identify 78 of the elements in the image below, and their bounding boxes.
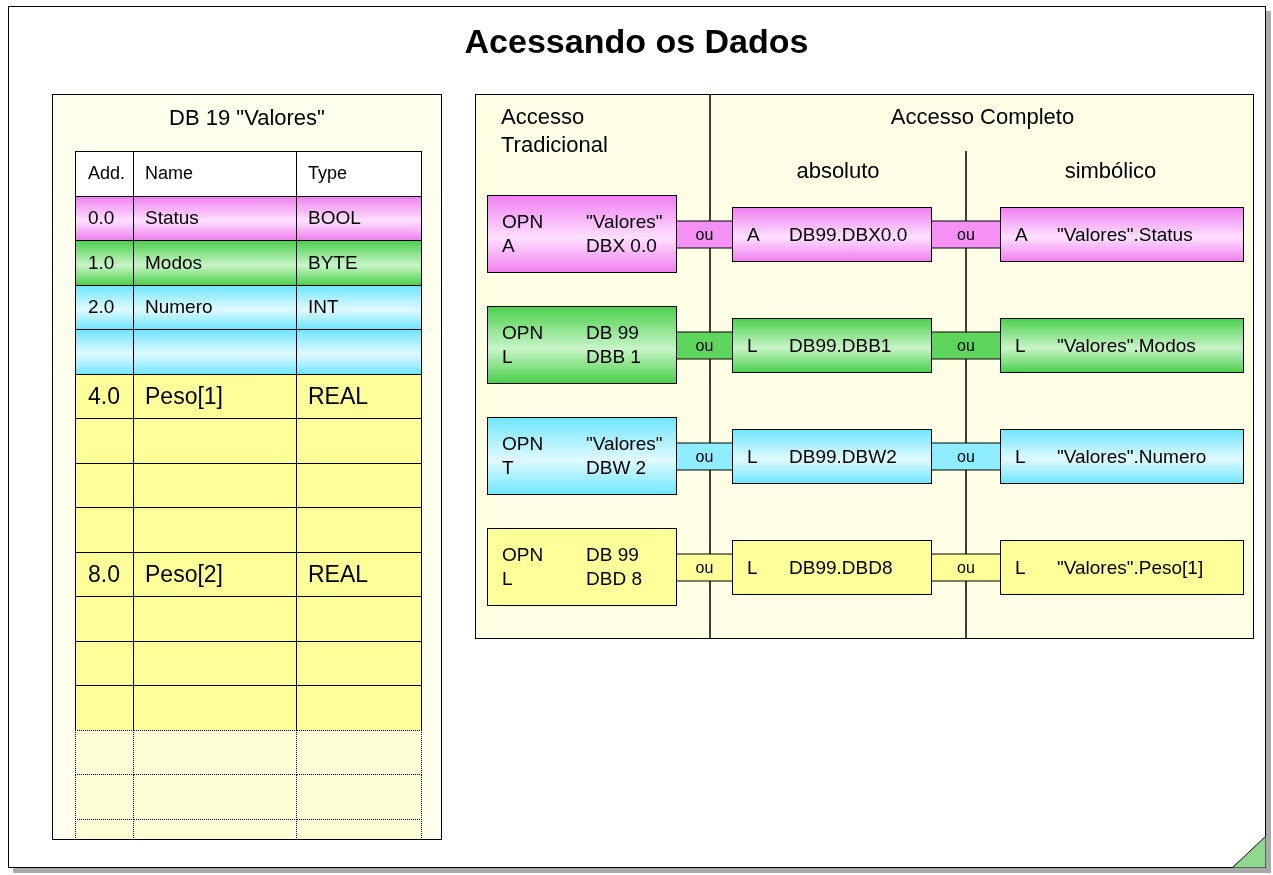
code-text: "Valores".Numero bbox=[1057, 444, 1208, 469]
code-text: A bbox=[502, 234, 516, 258]
instruction-box bbox=[1000, 318, 1244, 373]
instruction-box bbox=[487, 195, 677, 273]
instruction-box bbox=[487, 306, 677, 384]
edge-label: ou bbox=[956, 446, 976, 467]
instruction-box bbox=[732, 429, 932, 484]
panel-title: DB 19 "Valores" bbox=[168, 105, 326, 131]
edge-label: ou bbox=[694, 224, 715, 245]
table-cell: BYTE bbox=[296, 240, 422, 286]
instruction-box bbox=[1000, 207, 1244, 262]
code-text: DB99.DBD8 bbox=[789, 555, 894, 580]
table-cell: Peso[2] bbox=[133, 551, 297, 597]
table-cell: REAL bbox=[296, 551, 422, 597]
code-text: OPN bbox=[502, 321, 545, 345]
code-text: DBD 8 bbox=[586, 567, 643, 591]
column-heading: absoluto bbox=[795, 157, 881, 185]
table-cell: BOOL bbox=[296, 195, 422, 241]
edge-label: ou bbox=[694, 446, 715, 467]
code-text: DB99.DBX0.0 bbox=[789, 222, 909, 247]
table-cell: Modos bbox=[133, 240, 297, 286]
table-cell: Peso[1] bbox=[133, 373, 297, 419]
code-text: "Valores".Peso[1] bbox=[1057, 555, 1205, 580]
instruction-box bbox=[732, 207, 932, 262]
edge-label: ou bbox=[956, 335, 976, 356]
table-cell: Name bbox=[133, 151, 297, 197]
column-heading: Accesso Completo bbox=[889, 103, 1076, 131]
code-text: "Valores".Status bbox=[1057, 222, 1194, 247]
code-text: L bbox=[502, 345, 514, 369]
table-cell: Status bbox=[133, 195, 297, 241]
code-text: T bbox=[502, 456, 515, 480]
code-text: DBB 1 bbox=[586, 345, 642, 369]
table-cell: 8.0 bbox=[75, 551, 134, 597]
code-text: "Valores" bbox=[586, 210, 664, 234]
column-heading: Accesso Tradicional bbox=[501, 103, 609, 159]
table-cell: Numero bbox=[133, 284, 297, 330]
code-text: L bbox=[1015, 333, 1027, 358]
instruction-box bbox=[487, 528, 677, 606]
code-text: DB 99 bbox=[586, 543, 640, 567]
table-cell: 4.0 bbox=[75, 373, 134, 419]
diagram-title: Acessando os Dados bbox=[463, 22, 810, 61]
access-panel bbox=[475, 94, 1254, 639]
code-text: L bbox=[747, 333, 759, 358]
table-cell: 0.0 bbox=[75, 195, 134, 241]
table-cell: 1.0 bbox=[75, 240, 134, 286]
edge-label: ou bbox=[694, 335, 715, 356]
column-heading: simbólico bbox=[1063, 157, 1158, 185]
code-text: A bbox=[1015, 222, 1029, 247]
table-cell: 2.0 bbox=[75, 284, 134, 330]
code-text: L bbox=[1015, 444, 1027, 469]
table-cell: INT bbox=[296, 284, 422, 330]
code-text: DB 99 bbox=[586, 321, 640, 345]
edge-label: ou bbox=[694, 557, 715, 578]
code-text: OPN bbox=[502, 210, 545, 234]
table-cell: REAL bbox=[296, 373, 422, 419]
code-text: DBX 0.0 bbox=[586, 234, 658, 258]
instruction-box bbox=[1000, 540, 1244, 595]
code-text: L bbox=[747, 555, 759, 580]
code-text: L bbox=[747, 444, 759, 469]
code-text: DB99.DBB1 bbox=[789, 333, 893, 358]
table-cell: Type bbox=[296, 151, 422, 197]
code-text: "Valores".Modos bbox=[1057, 333, 1197, 358]
code-text: DBW 2 bbox=[586, 456, 648, 480]
edge-label: ou bbox=[956, 224, 976, 245]
data-block-panel bbox=[52, 94, 442, 840]
code-text: OPN bbox=[502, 432, 545, 456]
code-text: "Valores" bbox=[586, 432, 664, 456]
code-text: L bbox=[1015, 555, 1027, 580]
code-text: A bbox=[747, 222, 761, 247]
instruction-box bbox=[1000, 429, 1244, 484]
instruction-box bbox=[732, 318, 932, 373]
instruction-box bbox=[487, 417, 677, 495]
code-text: DB99.DBW2 bbox=[789, 444, 898, 469]
edge-label: ou bbox=[956, 557, 976, 578]
code-text: L bbox=[502, 567, 514, 591]
table-cell: Add. bbox=[75, 151, 134, 197]
instruction-box bbox=[732, 540, 932, 595]
code-text: OPN bbox=[502, 543, 545, 567]
